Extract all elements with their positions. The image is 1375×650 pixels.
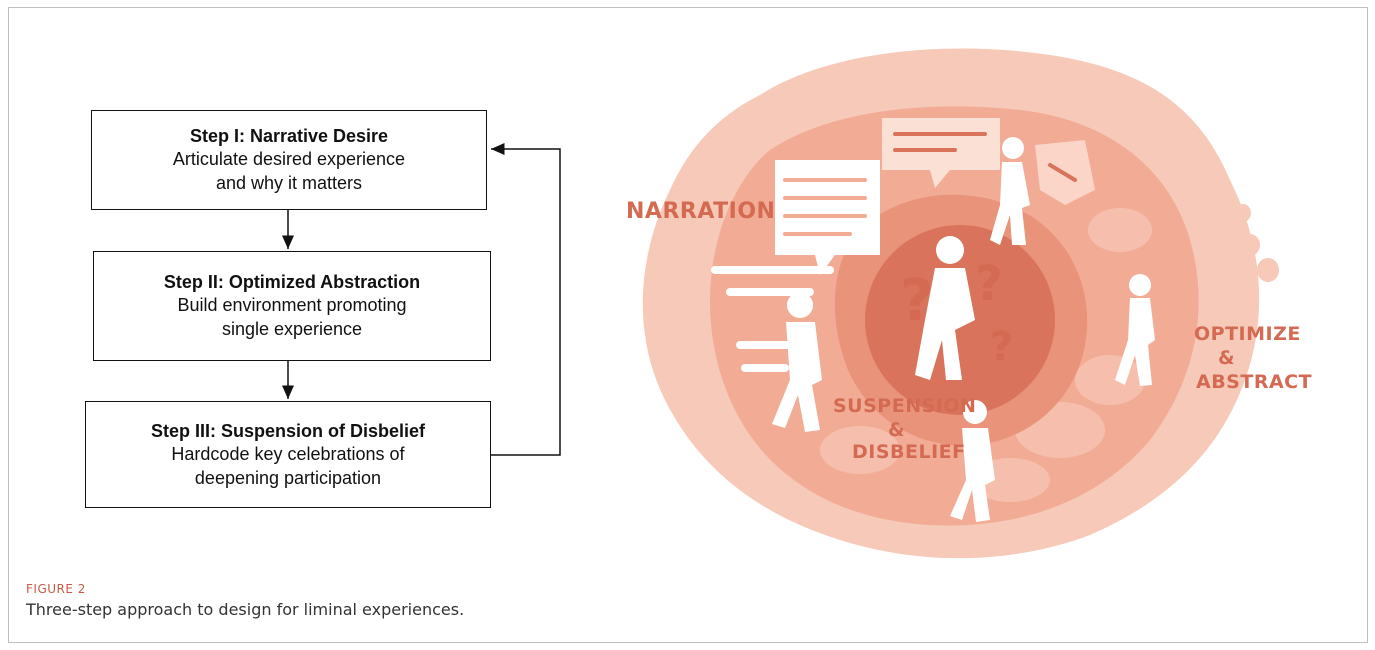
feedback-arrow bbox=[491, 143, 561, 456]
step-2-description: Build environment promoting single exper… bbox=[177, 295, 407, 339]
step-1-box: Step I: Narrative Desire Articulate desi… bbox=[91, 110, 487, 210]
step-3-box: Step III: Suspension of Disbelief Hardco… bbox=[85, 401, 491, 508]
label-optimize-ampersand: & bbox=[1218, 347, 1235, 369]
figure-caption: Three-step approach to design for limina… bbox=[26, 600, 465, 619]
label-suspension-ampersand: & bbox=[888, 419, 905, 441]
question-mark: ? bbox=[975, 256, 1003, 312]
step-1-description: Articulate desired experience and why it… bbox=[172, 149, 406, 193]
label-suspension: SUSPENSION bbox=[833, 395, 976, 417]
dot bbox=[1240, 234, 1260, 256]
question-mark: ? bbox=[990, 324, 1014, 370]
figure-label: FIGURE 2 bbox=[26, 582, 86, 596]
person-figure bbox=[990, 137, 1030, 245]
step-3-title: Step III: Suspension of Disbelief bbox=[150, 420, 426, 441]
dot bbox=[1235, 204, 1251, 222]
cell bbox=[1075, 355, 1145, 405]
label-abstract: ABSTRACT bbox=[1196, 371, 1312, 393]
step-2-box: Step II: Optimized Abstraction Build env… bbox=[93, 251, 491, 361]
label-disbelief: DISBELIEF bbox=[852, 441, 966, 463]
cell bbox=[820, 426, 900, 474]
person-figure bbox=[1115, 274, 1155, 386]
person-figure bbox=[772, 292, 822, 432]
label-optimize: OPTIMIZE bbox=[1194, 323, 1301, 345]
person-figure bbox=[915, 236, 975, 380]
person-figure bbox=[950, 400, 995, 522]
step-1-title: Step I: Narrative Desire bbox=[189, 126, 389, 146]
label-narration: NARRATION bbox=[626, 199, 775, 224]
step-2-title: Step II: Optimized Abstraction bbox=[163, 272, 421, 292]
cell bbox=[1088, 208, 1152, 252]
dot bbox=[1196, 271, 1214, 289]
dot bbox=[1257, 258, 1279, 282]
step-3-description: Hardcode key celebrations of deepening p… bbox=[171, 443, 405, 488]
